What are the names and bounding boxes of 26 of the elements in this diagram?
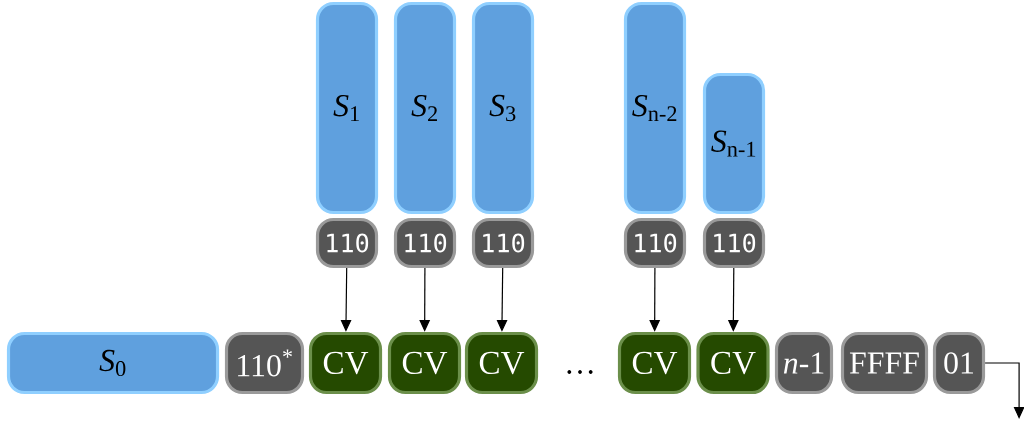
field-box: n-1: [774, 331, 834, 395]
sequence-block: S$_{3}$: [471, 1, 535, 215]
arrow: [649, 267, 661, 332]
arrow: [340, 267, 352, 332]
arrow: [496, 267, 508, 332]
tag-box: 110: [393, 217, 457, 269]
field-box: 01: [932, 331, 986, 395]
field-box: FFFF: [840, 331, 929, 395]
cv-box: CV: [387, 331, 462, 395]
cv-box: CV: [308, 331, 383, 395]
sequence-block: S$_{n-2}$: [623, 1, 687, 215]
tag-box: 110: [623, 217, 687, 269]
ellipsis: …: [567, 370, 593, 374]
arrow: [984, 362, 1024, 419]
tag-box: 110: [702, 217, 766, 269]
tag-box: 110: [315, 217, 379, 269]
arrow: [419, 267, 431, 332]
sequence-block: S$_{1}$: [315, 1, 379, 215]
cv-box: CV: [617, 331, 692, 395]
cv-box: CV: [696, 331, 770, 395]
cv-box: CV: [464, 331, 539, 395]
sequence-block: S$_{n-1}$: [702, 72, 766, 215]
sequence-block: S$_{2}$: [393, 1, 457, 215]
sequence-block: S$_{0}$: [6, 331, 220, 395]
tag-box: 110: [471, 217, 535, 269]
field-box: 110$^{*}$: [224, 331, 305, 395]
